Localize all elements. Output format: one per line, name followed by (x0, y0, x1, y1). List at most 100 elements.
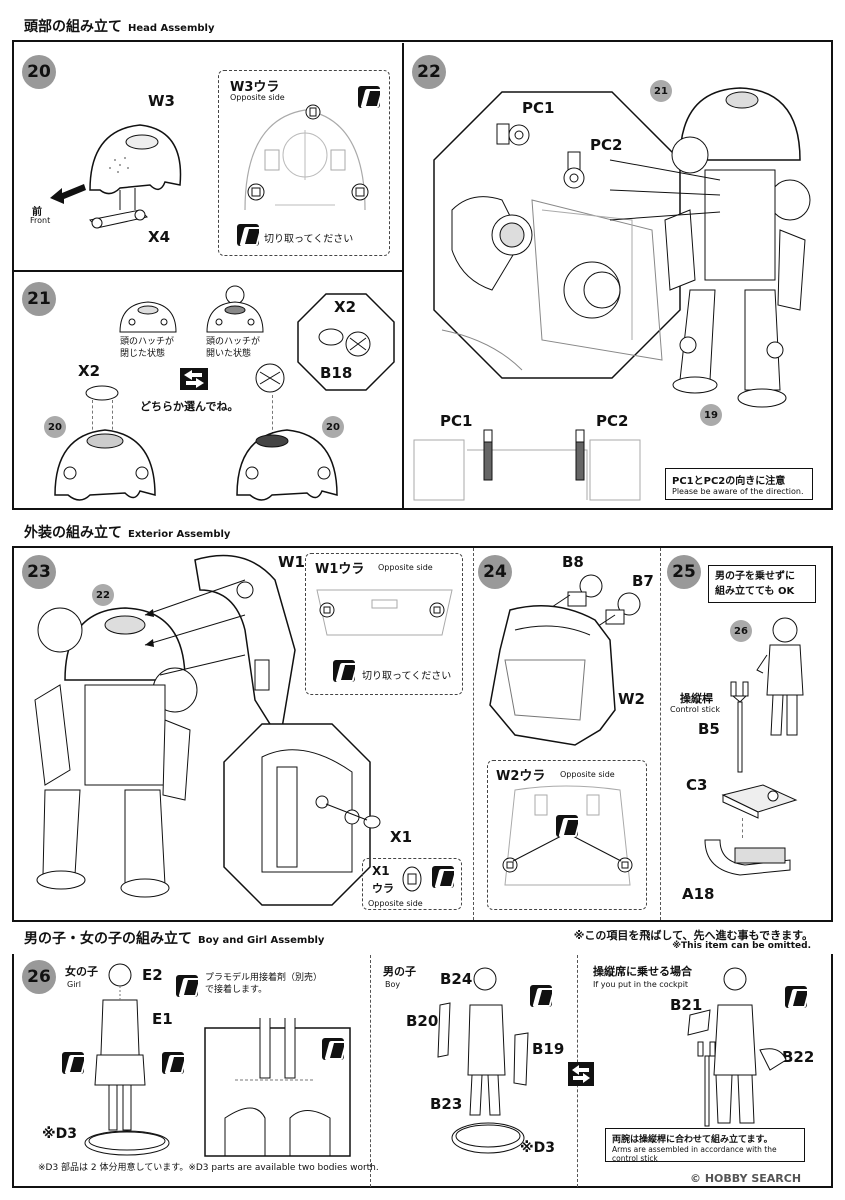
ref-19-badge: 19 (700, 404, 722, 426)
guide-line (112, 400, 113, 435)
step-22-badge: 22 (412, 55, 446, 89)
label-b23: B23 (430, 1095, 463, 1113)
hatch-open-label: 頭のハッチが 開いた状態 (206, 337, 261, 359)
w2-inner-art (502, 785, 633, 886)
cockpit-label-jp: 操縦席に乗せる場合 (593, 965, 692, 978)
glue-icon (176, 975, 198, 997)
boy-label-en: Boy (385, 980, 401, 989)
no-boy-note: 男の子を乗せずに 組み立てても OK (708, 565, 816, 603)
w1-arrows (144, 579, 246, 676)
step-26-badge: 26 (22, 960, 56, 994)
divider-head-vertical (402, 43, 404, 509)
leg-detail-art (204, 1018, 351, 1157)
head-dome-right-art (236, 429, 338, 501)
x1-detail-octagon (223, 723, 381, 906)
pc2-part-art (563, 151, 585, 189)
choose-arrows-icon (180, 368, 208, 390)
cut-mark-icon (556, 815, 578, 837)
w2-opposite-en: Opposite side (560, 770, 615, 779)
boy-seated-art (756, 617, 804, 736)
w2-shell-art (489, 605, 616, 746)
label-pc1: PC1 (522, 99, 555, 117)
cockpit-closeup-art (433, 91, 681, 379)
label-b5: B5 (698, 720, 720, 738)
control-stick-small-art (697, 1041, 716, 1127)
hatch-closed-label: 頭のハッチが 閉じた状態 (120, 337, 175, 359)
label-pc2: PC2 (590, 136, 623, 154)
w2-opposite-side-box (487, 760, 647, 910)
w2-opposite-title: W2ウラ (496, 769, 546, 784)
pc-note-en: Please be aware of the direction. (672, 487, 804, 496)
glue-icon (162, 1052, 184, 1074)
glue-icon (322, 1038, 344, 1060)
label-e1: E1 (152, 1010, 173, 1028)
choose-note: どちらか選んでね。 (140, 400, 239, 413)
w1-cut-note: 切り取ってください (362, 671, 452, 682)
control-stick-label-jp: 操縦桿 (680, 692, 713, 705)
girl-label-en: Girl (67, 980, 81, 989)
x1-back-art (402, 866, 422, 892)
divider-ext-1 (473, 548, 475, 920)
cut-mark-icon (237, 224, 259, 246)
w3-head-dome-art (89, 124, 182, 210)
label-pc2-bottom: PC2 (596, 412, 629, 430)
w3-cut-note: 切り取ってください (264, 234, 354, 245)
label-w2: W2 (618, 690, 645, 708)
w1-opposite-en: Opposite side (378, 563, 433, 572)
step-23-badge: 23 (22, 555, 56, 589)
pc1-part-art (496, 123, 530, 146)
divider-ext-2 (660, 548, 662, 920)
guide-line (272, 395, 273, 435)
skip-note-jp: ※この項目を飛ばして、先へ進む事もできます。 (573, 929, 813, 942)
x2-b18-octagon (297, 293, 395, 391)
label-x2-right: X2 (334, 298, 357, 316)
glue-icon (530, 985, 552, 1007)
x2-disc-art (85, 385, 119, 401)
arms-note-jp: 両腕は操縦桿に合わせて組み立てます。 (612, 1135, 773, 1145)
c3-seat-art (721, 784, 798, 819)
choose-arrows-icon-2 (568, 1062, 594, 1086)
label-e2: E2 (142, 966, 163, 984)
boy-figure-art (437, 967, 529, 1116)
arms-note: 両腕は操縦桿に合わせて組み立てます。 Arms are assembled in… (605, 1128, 805, 1163)
girl-figure-art (94, 963, 146, 1131)
glue-note: プラモデル用接着剤（別売） で接着します。 (205, 973, 323, 995)
step-24-badge: 24 (478, 555, 512, 589)
label-pc1-bottom: PC1 (440, 412, 473, 430)
cockpit-label-en: If you put in the cockpit (593, 980, 689, 989)
x4-part-art (89, 209, 148, 229)
arms-note-en: Arms are assembled in accordance with th… (612, 1145, 777, 1163)
front-arrow-icon (50, 184, 86, 204)
pc-note-jp: PC1とPC2の向きに注意 (672, 476, 786, 487)
w1-inner-art (316, 589, 453, 636)
ref-20-badge-right: 20 (322, 416, 344, 438)
boy-label-jp: 男の子 (383, 965, 416, 978)
glue-icon (785, 986, 807, 1008)
cut-mark-icon (432, 866, 454, 888)
hatch-open-icon (206, 285, 264, 333)
label-c3: C3 (686, 776, 708, 794)
robot-front-art (34, 607, 198, 898)
cut-mark-icon (358, 86, 380, 108)
zoom-lines (609, 159, 721, 221)
footnote-d3: ※D3 部品は 2 体分用意しています。※D3 parts are availa… (38, 1163, 379, 1173)
guide-line (92, 400, 93, 435)
label-x4: X4 (148, 228, 171, 246)
guide-line (742, 818, 743, 838)
w1-opposite-title: W1ウラ (315, 562, 365, 577)
label-d3-boy: ※D3 (520, 1140, 555, 1156)
robot-body-art (664, 87, 811, 408)
label-b7: B7 (632, 572, 654, 590)
label-a18: A18 (682, 885, 715, 903)
label-b18: B18 (320, 364, 353, 382)
cut-mark-icon (333, 660, 355, 682)
ref-22-badge: 22 (92, 584, 114, 606)
label-x1: X1 (390, 828, 413, 846)
ref-21-badge: 21 (650, 80, 672, 102)
w3-opposite-en: Opposite side (230, 93, 285, 102)
w3-opposite-title: W3ウラ (230, 80, 280, 95)
w3-opposite-side-box (218, 70, 390, 256)
x1-ura-label: ウラ (372, 882, 394, 895)
